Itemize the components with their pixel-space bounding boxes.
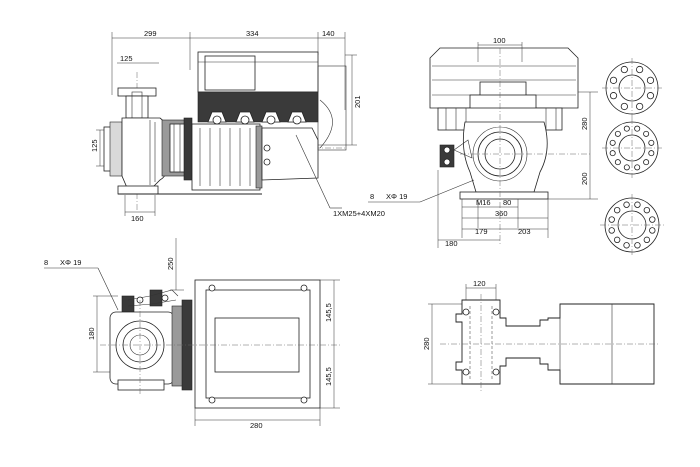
dim-180: 180 — [445, 239, 458, 248]
bolt-hole — [609, 76, 618, 84]
dim-250: 250 — [166, 257, 175, 270]
dim-201: 201 — [353, 95, 362, 108]
dim-125-top: 125 — [120, 54, 133, 63]
bolt-hole — [634, 201, 641, 208]
bolt-hole — [649, 227, 656, 234]
bolt-hole — [620, 65, 628, 74]
dim-120: 120 — [473, 279, 486, 288]
dim-m16: M16 — [476, 198, 491, 207]
plan-view: 250 8 XΦ 19 180 — [44, 238, 340, 430]
bolt-hole — [614, 159, 621, 166]
dim-280-plan: 280 — [250, 421, 263, 430]
dim-145-bottom: 145,5 — [324, 367, 333, 386]
cable-entry-label: 1XM25+4XM20 — [333, 209, 385, 218]
dim-140: 140 — [322, 29, 335, 38]
bolt-hole — [636, 65, 644, 74]
flange-12-bolt-b — [600, 194, 664, 256]
flange-views — [600, 58, 664, 256]
dim-280-foot: 280 — [422, 337, 431, 350]
bolt-hole — [634, 242, 641, 249]
dim-360: 360 — [495, 209, 508, 218]
bolt-hole — [609, 139, 616, 146]
bolt-hole — [609, 92, 618, 100]
bolt-hole — [609, 150, 616, 157]
end-elevation-view: 100 280 200 M16 80 360 179 203 180 8 XΦ … — [368, 36, 598, 248]
bolt-hole — [620, 102, 628, 111]
dim-203: 203 — [518, 227, 531, 236]
bolt-hole — [648, 139, 655, 146]
dim-280-side: 280 — [580, 117, 589, 130]
flange-8-bolt — [602, 58, 662, 118]
bolt-hole — [649, 216, 656, 223]
bolt-hole — [646, 76, 655, 84]
bolt-hole — [643, 236, 651, 244]
dim-100: 100 — [493, 36, 506, 45]
callout-plan-text: XΦ 19 — [60, 258, 81, 267]
dim-160: 160 — [131, 214, 144, 223]
bolt-hole — [608, 227, 615, 234]
bolt-hole — [634, 164, 641, 171]
callout-front-number: 8 — [370, 192, 374, 201]
bolt-hole — [646, 92, 655, 100]
bolt-hole — [623, 164, 630, 171]
bolt-hole — [623, 125, 630, 132]
dim-80: 80 — [503, 198, 511, 207]
bolt-hole — [643, 130, 650, 137]
bolt-hole — [614, 130, 621, 137]
bolt-hole — [643, 206, 651, 214]
callout-plan-number: 8 — [44, 258, 48, 267]
dim-200: 200 — [580, 172, 589, 185]
bolt-hole — [648, 150, 655, 157]
dim-299: 299 — [144, 29, 157, 38]
bolt-hole — [634, 125, 641, 132]
dim-145-top: 145,5 — [324, 303, 333, 322]
flange-12-bolt-a — [602, 118, 662, 178]
dim-180-plan: 180 — [87, 327, 96, 340]
bolt-hole — [623, 242, 630, 249]
bolt-hole — [623, 201, 630, 208]
callout-front-text: XΦ 19 — [386, 192, 407, 201]
dim-179: 179 — [475, 227, 488, 236]
side-elevation-view: 299 334 140 125 201 125 160 — [90, 29, 385, 223]
bolt-hole — [613, 236, 621, 244]
bolt-hole — [608, 216, 615, 223]
bolt-hole — [613, 206, 621, 214]
foot-outline-view: 120 280 — [422, 279, 660, 392]
dim-334: 334 — [246, 29, 259, 38]
bolt-hole — [636, 102, 644, 111]
bolt-hole — [643, 159, 650, 166]
dim-125-side: 125 — [90, 139, 99, 152]
